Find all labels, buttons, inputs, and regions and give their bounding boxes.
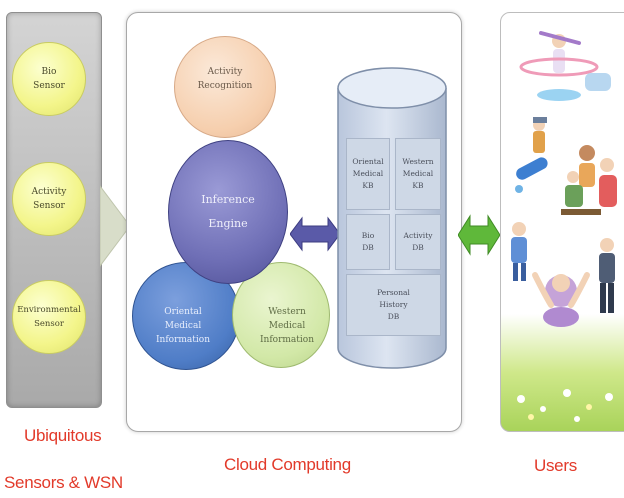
environmental-sensor-label: Environmental Sensor [17, 305, 81, 329]
environmental-sensor-node: Environmental Sensor [12, 280, 86, 354]
adult-standing-icon [599, 238, 615, 313]
activity-db-label: Activity DB [403, 231, 433, 252]
eastern-medical-information-label: Oriental Medical Information [155, 307, 210, 345]
child-standing-icon [511, 222, 527, 281]
inference-engine-node: Inference Engine [168, 140, 288, 284]
eastern-medical-kb: Oriental Medical KB [346, 138, 390, 210]
caption-ubiquitous: Ubiquitous [24, 426, 102, 445]
kid-skating-icon [515, 117, 548, 193]
cloud-users-double-arrow [458, 214, 500, 256]
activity-sensor-node: Activity Sensor [12, 162, 86, 236]
activity-sensor-label: Activity Sensor [31, 187, 67, 211]
elderly-person-icon [532, 272, 590, 327]
bio-db: Bio DB [346, 214, 390, 270]
meadow-flowers-icon [517, 389, 613, 422]
inference-engine-label: Inference Engine [201, 193, 255, 230]
bio-sensor-label: Bio Sensor [33, 67, 65, 91]
caption-sensors-wsn: Sensors & WSN [4, 473, 123, 492]
western-medical-information-label: Western Medical Information [259, 307, 314, 345]
users-panel [500, 12, 624, 432]
eastern-medical-kb-label: Oriental Medical KB [352, 157, 384, 190]
family-group-icon [561, 145, 617, 215]
personal-history-db-label: Personal History DB [377, 288, 410, 321]
sensor-to-cloud-connector [100, 185, 130, 267]
western-medical-kb-label: Western Medical KB [402, 157, 434, 190]
engine-database-double-arrow [290, 216, 340, 252]
bio-sensor-node: Bio Sensor [12, 42, 86, 116]
activity-recognition-node: Activity Recognition [174, 36, 276, 138]
bio-db-label: Bio DB [361, 231, 375, 252]
activity-db: Activity DB [395, 214, 441, 270]
users-illustration [511, 31, 617, 422]
western-medical-kb: Western Medical KB [395, 138, 441, 210]
caption-cloud-computing: Cloud Computing [224, 455, 351, 474]
hula-hoop-figure-icon [519, 31, 611, 101]
personal-history-db: Personal History DB [346, 274, 441, 336]
caption-users: Users [534, 456, 577, 475]
activity-recognition-label: Activity Recognition [197, 67, 253, 91]
